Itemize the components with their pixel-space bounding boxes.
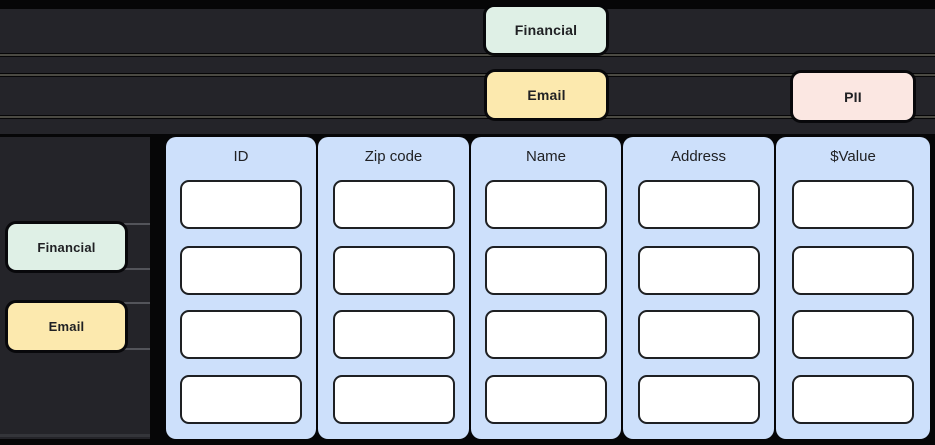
sidebar-row-line bbox=[124, 223, 150, 225]
table-column-zip-code: Zip code bbox=[318, 137, 469, 439]
sidebar-row-line bbox=[124, 268, 150, 270]
table-column-name: Name bbox=[471, 137, 621, 439]
table-cell bbox=[332, 310, 455, 359]
table-cell bbox=[792, 310, 914, 359]
table-cell bbox=[637, 180, 760, 229]
column-header: Zip code bbox=[364, 148, 423, 165]
table-cell bbox=[485, 180, 607, 229]
email-tag-label: Email bbox=[527, 87, 566, 103]
table-cell bbox=[180, 375, 302, 424]
financial-tag-chip[interactable]: Financial bbox=[486, 7, 606, 53]
sidebar-row-line bbox=[124, 302, 150, 304]
top-lane-row-thin-2 bbox=[0, 119, 935, 134]
email-tag-chip[interactable]: Email bbox=[487, 72, 606, 118]
table-cell bbox=[485, 246, 607, 295]
table-cell bbox=[485, 310, 607, 359]
table-cell bbox=[180, 246, 302, 295]
sidebar-row-line bbox=[124, 348, 150, 350]
sidebar-financial-tag-chip[interactable]: Financial bbox=[8, 224, 125, 270]
sidebar-email-tag-label: Email bbox=[48, 319, 85, 334]
column-header: $Value bbox=[830, 148, 876, 165]
sidebar-bottom-edge bbox=[0, 434, 150, 437]
financial-tag-label: Financial bbox=[514, 22, 578, 38]
column-header: ID bbox=[233, 148, 249, 165]
table-cell bbox=[637, 246, 760, 295]
table-cell bbox=[792, 180, 914, 229]
table-column-id: ID bbox=[166, 137, 316, 439]
table-column-value: $Value bbox=[776, 137, 930, 439]
table-cell bbox=[637, 310, 760, 359]
column-header: Name bbox=[525, 148, 566, 165]
table-cell bbox=[485, 375, 607, 424]
table-cell bbox=[332, 375, 455, 424]
lane-divider-line bbox=[0, 54, 935, 56]
table-cell bbox=[180, 180, 302, 229]
table-cell bbox=[332, 180, 455, 229]
column-header: Address bbox=[670, 148, 727, 165]
lane-divider-line bbox=[0, 116, 935, 118]
pii-tag-label: PII bbox=[844, 88, 862, 105]
top-lane-row-2 bbox=[0, 77, 935, 115]
pii-tag-chip[interactable]: PII bbox=[793, 73, 913, 120]
sidebar-financial-tag-label: Financial bbox=[37, 239, 96, 255]
table-cell bbox=[792, 375, 914, 424]
sidebar-panel bbox=[0, 137, 150, 439]
lane-divider-line bbox=[0, 74, 935, 76]
sidebar-email-tag-chip[interactable]: Email bbox=[8, 303, 125, 350]
top-lane-row-thin-1 bbox=[0, 57, 935, 73]
table-cell bbox=[332, 246, 455, 295]
top-lane-row-1 bbox=[0, 9, 935, 53]
table-cell bbox=[792, 246, 914, 295]
table-cell bbox=[180, 310, 302, 359]
table-cell bbox=[637, 375, 760, 424]
table-column-address: Address bbox=[623, 137, 774, 439]
